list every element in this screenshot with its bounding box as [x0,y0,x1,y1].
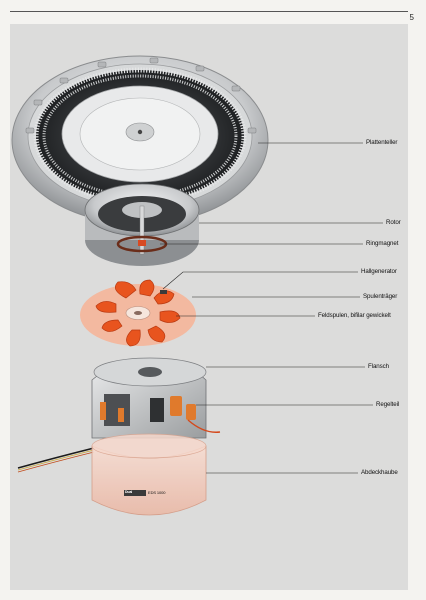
label-ringmagnet: Ringmagnet [366,240,399,247]
header-rule [10,11,408,12]
label-regelteil: Regelteil [376,401,400,408]
page-number: 5 [409,13,414,22]
leader-lines [160,142,383,474]
rotor [84,183,200,266]
label-abdeckhaube: Abdeckhaube [361,469,398,476]
label-spulentraeger: Spulenträger [363,293,398,300]
product-model: EDS 1000 [148,490,166,495]
label-rotor: Rotor [386,219,401,226]
flange-housing [17,357,221,473]
label-feldspulen: Feldspulen, bifilar gewickelt [318,312,391,319]
cover [91,433,207,516]
product-logo: Dual [125,490,133,494]
coil-carrier [80,279,196,347]
platter [11,55,269,225]
hall-generator [160,290,167,294]
label-flansch: Flansch [368,363,389,370]
label-plattenteller: Plattenteller [366,139,398,146]
label-hallgenerator: Hallgenerator [361,268,397,275]
